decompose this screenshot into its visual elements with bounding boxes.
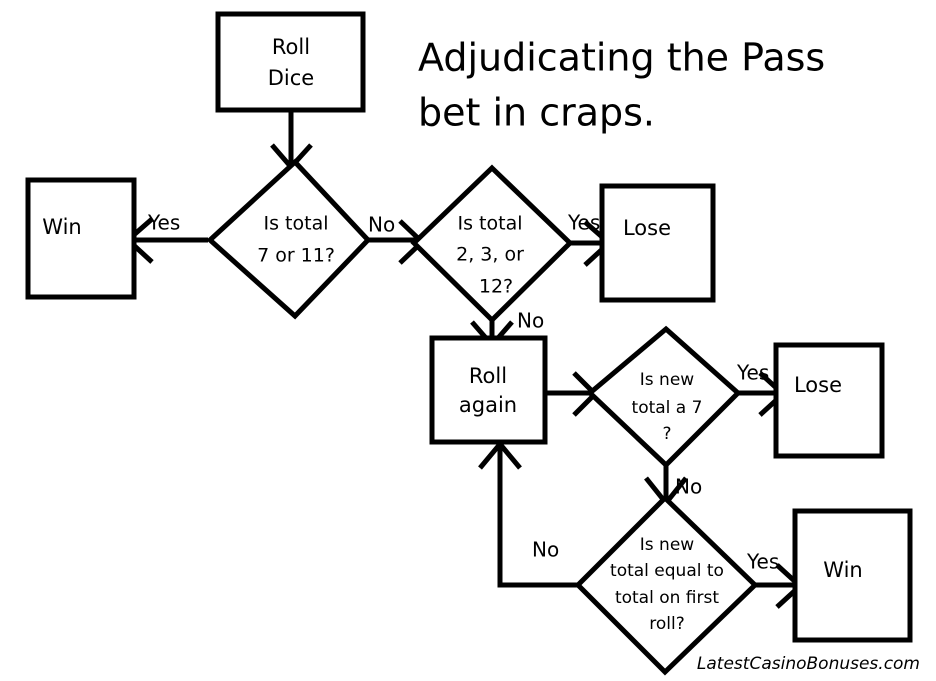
node-lose-top[interactable]: Lose — [599, 183, 716, 303]
node-win-top[interactable]: Win — [25, 177, 137, 300]
edge-label-d3-yes: Yes — [736, 361, 769, 385]
edge-label-d4-yes: Yes — [746, 550, 779, 574]
node-decision-2-3-12-label-2: 2, 3, or — [456, 244, 524, 266]
node-win-top-label: Win — [42, 215, 81, 239]
node-decision-new-total-7-label-3: ? — [662, 424, 671, 444]
node-decision-equal-first[interactable]: Is new total equal to total on first rol… — [574, 494, 759, 676]
node-lose-top-label: Lose — [623, 216, 671, 240]
node-decision-2-3-12-label-3: 12? — [479, 276, 513, 298]
node-roll-again-label-1: Roll — [469, 364, 507, 388]
node-decision-new-total-7-label-2: total a 7 — [632, 398, 703, 418]
node-decision-equal-first-label-3: total on first — [615, 588, 719, 608]
edge-decision-equal-first-no-to-roll-again — [478, 440, 578, 588]
diagram-title-line-1: Adjudicating the Pass — [418, 36, 825, 80]
node-decision-7-or-11-label-1: Is total — [264, 213, 329, 235]
edge-label-d2-no: No — [517, 309, 544, 333]
node-decision-equal-first-label-1: Is new — [640, 535, 695, 555]
node-win-bottom-label: Win — [823, 558, 862, 582]
edge-label-d4-no: No — [532, 538, 559, 562]
node-decision-new-total-7[interactable]: Is new total a 7 ? — [586, 325, 742, 469]
watermark-text: LatestCasinoBonuses.com — [697, 654, 920, 674]
node-decision-2-3-12-label-1: Is total — [458, 213, 523, 235]
node-roll-dice-label-2: Dice — [268, 66, 314, 90]
edge-label-d2-yes: Yes — [567, 211, 600, 235]
node-roll-again[interactable]: Roll again — [429, 335, 548, 445]
edge-label-d1-no: No — [368, 213, 395, 237]
node-decision-7-or-11[interactable]: Is total 7 or 11? — [206, 158, 372, 320]
node-roll-again-label-2: again — [459, 393, 517, 417]
diagram-title-line-2: bet in craps. — [418, 91, 655, 135]
node-roll-dice-label-1: Roll — [272, 35, 310, 59]
edge-label-d3-no: No — [675, 475, 702, 499]
node-decision-equal-first-label-2: total equal to — [610, 561, 724, 581]
node-decision-new-total-7-label-1: Is new — [640, 370, 695, 390]
edge-label-d1-yes: Yes — [147, 211, 180, 235]
node-decision-7-or-11-label-2: 7 or 11? — [257, 245, 335, 267]
node-decision-2-3-12[interactable]: Is total 2, 3, or 12? — [410, 164, 574, 324]
node-win-bottom[interactable]: Win — [792, 508, 913, 643]
node-decision-equal-first-label-4: roll? — [649, 614, 685, 634]
edge-roll-dice-to-decision-7-or-11 — [270, 110, 313, 171]
node-lose-mid[interactable]: Lose — [773, 342, 885, 459]
node-lose-mid-label: Lose — [794, 373, 842, 397]
node-roll-dice[interactable]: Roll Dice — [215, 11, 366, 113]
